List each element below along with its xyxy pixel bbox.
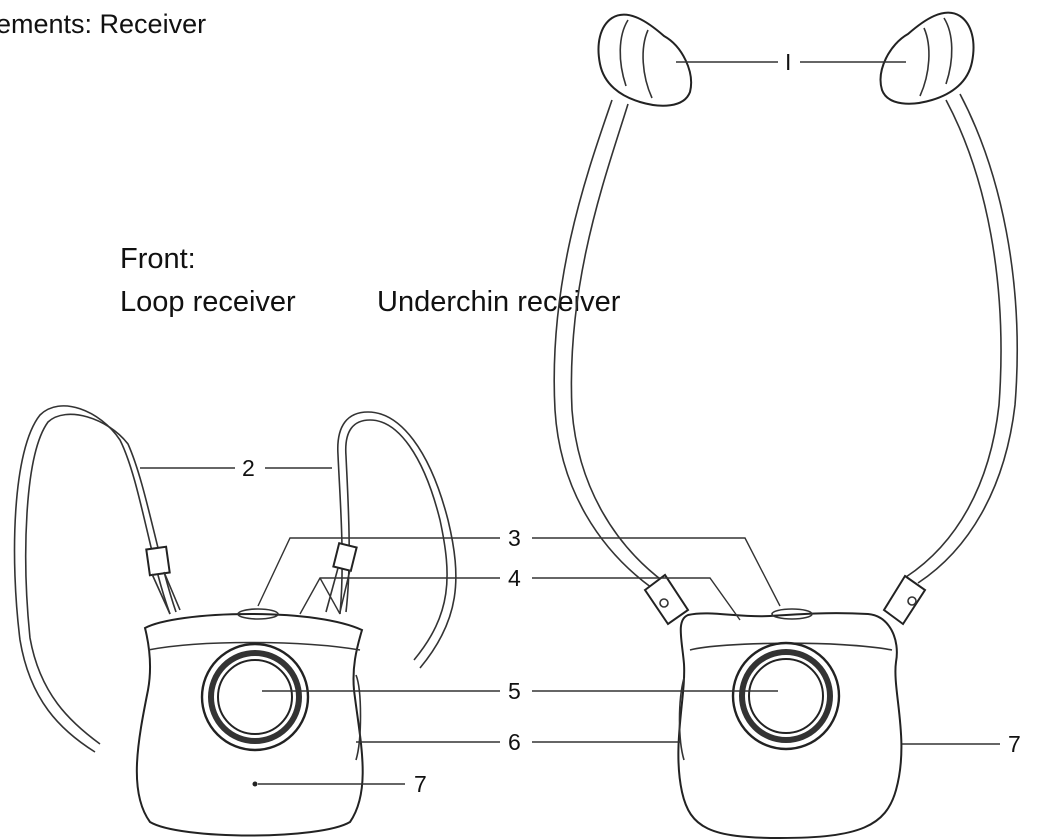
underchin-headband xyxy=(553,93,1018,589)
callout-6: 6 xyxy=(508,729,521,755)
front-label: Front: xyxy=(120,243,196,275)
heading: ements: Receiver xyxy=(0,9,206,39)
underchin-arm-collars xyxy=(643,573,927,626)
callout-3: 3 xyxy=(508,525,521,551)
callout-5: 5 xyxy=(508,678,521,704)
leader-lines xyxy=(140,61,1000,785)
callout-7-loop: 7 xyxy=(414,771,427,797)
callout-4: 4 xyxy=(508,565,521,591)
left-earpiece xyxy=(597,13,693,107)
loop-receiver-label: Loop receiver xyxy=(120,286,296,318)
callout-2: 2 xyxy=(242,455,255,481)
underchin-receiver-label: Underchin receiver xyxy=(377,286,621,318)
loop-cable xyxy=(13,405,457,753)
underchin-receiver-body xyxy=(677,608,903,840)
loop-plugs xyxy=(145,541,358,615)
callout-7-underchin: 7 xyxy=(1008,731,1021,757)
right-earpiece xyxy=(879,11,975,105)
callout-1: I xyxy=(785,49,791,75)
loop-receiver-body xyxy=(135,608,364,837)
